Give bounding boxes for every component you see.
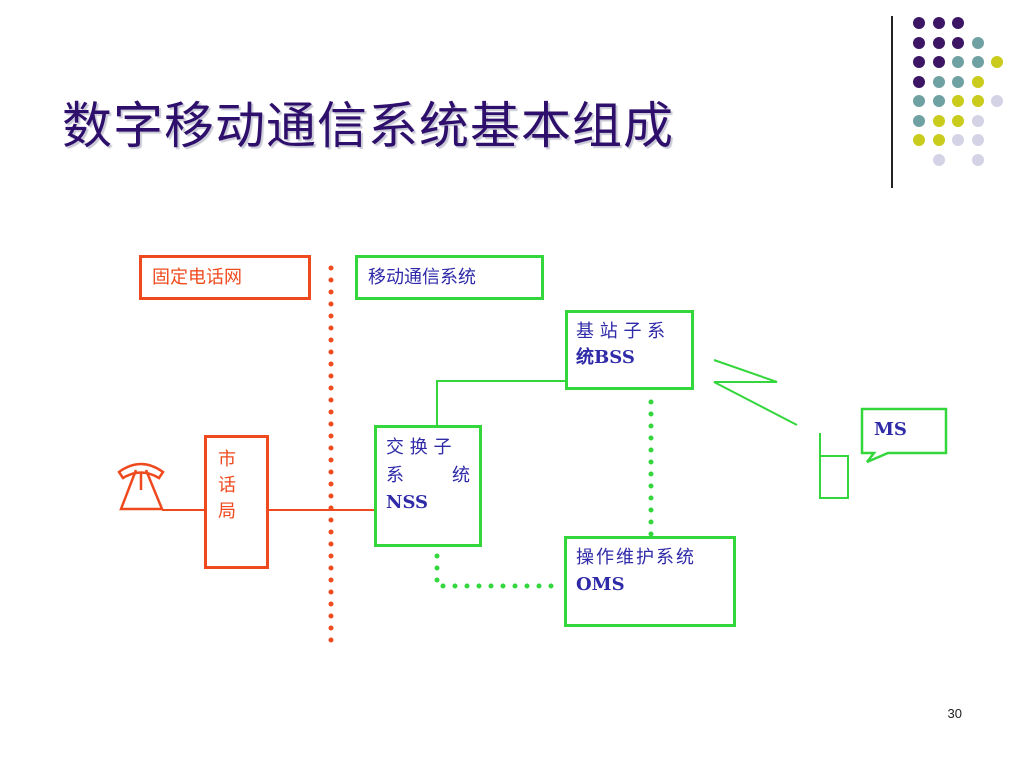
decorative-dot [971,134,984,146]
local-exchange-char-1: 市 [218,449,236,470]
local-exchange-char-3: 局 [218,501,236,522]
decorative-dot [971,153,984,166]
decorative-dot [971,114,984,127]
mobile-system-label: 移动通信系统 [368,267,476,288]
telephone-icon [117,462,165,511]
oms-label-line2: OMS [576,574,625,595]
decorative-dot [952,114,964,127]
nss-to-bss-line [436,380,566,426]
decorative-dot [913,56,925,68]
title-divider-line [891,16,893,188]
decorative-dot [952,36,964,49]
nss-label-line2a: 系 [386,465,404,486]
decorative-dot [971,75,984,88]
bss-label-line2: 统BSS [576,347,635,368]
decorative-dot [932,114,945,127]
decorative-dot [932,17,945,29]
decorative-dot [932,95,945,107]
oms-label-line1: 操作维护系统 [576,547,696,568]
nss-box: 交 换 子 系 统 NSS [374,425,482,547]
decorative-dot [991,95,1003,107]
decorative-dot [952,56,964,68]
mobile-system-box: 移动通信系统 [355,255,544,300]
bss-label-line1: 基 站 子 系 [576,321,666,342]
local-exchange-char-2: 话 [218,475,236,496]
decorative-dot [991,56,1003,68]
decorative-dot [913,75,925,88]
decorative-dot [913,95,925,107]
decorative-dot [971,56,984,68]
decorative-dot [932,75,945,88]
nss-label-line3: NSS [386,492,429,513]
page-number: 30 [947,706,962,721]
decorative-dot [952,95,964,107]
decorative-dot [932,134,945,146]
oms-box: 操作维护系统 OMS [564,536,736,627]
nss-label-line1: 交 换 子 [386,437,452,458]
fixed-network-box: 固定电话网 [139,255,311,300]
local-exchange-box: 市 话 局 [204,435,269,569]
decorative-dot [971,95,984,107]
decorative-dot [932,36,945,49]
bss-box: 基 站 子 系 统BSS [565,310,694,390]
decorative-dot [913,36,925,49]
mobile-phone-icon [819,433,849,499]
decorative-dot [932,56,945,68]
decorative-dot [932,153,945,166]
decorative-dot [952,134,964,146]
ms-label: MS [874,419,907,440]
decorative-dot [913,134,925,146]
fixed-network-label: 固定电话网 [152,267,242,288]
slide-title: 数字移动通信系统基本组成 [62,97,674,155]
decorative-dot [913,17,925,29]
decorative-dot [913,114,925,127]
ms-callout-shape [860,407,948,464]
nss-label-line2b: 统 [452,465,470,486]
decorative-dot [971,36,984,49]
nss-to-oms-dotted-line [434,553,559,589]
decorative-dot [952,17,964,29]
radio-link-icon [713,359,798,426]
decorative-dot [952,75,964,88]
